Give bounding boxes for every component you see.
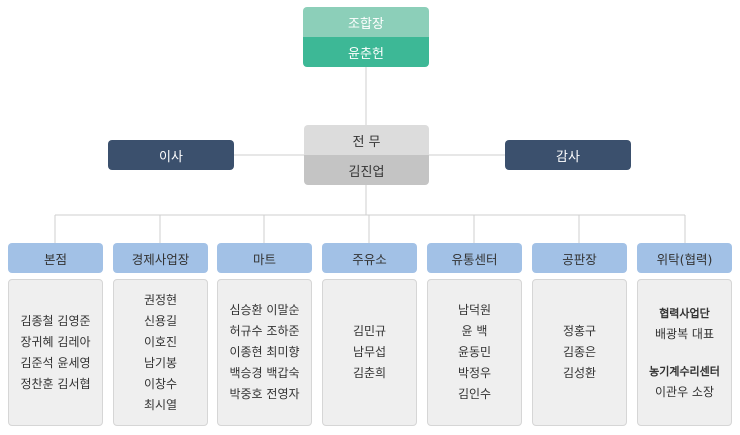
dept-label: 마트 xyxy=(252,251,276,267)
member-row: 김종은 xyxy=(562,345,597,359)
member-row: 김춘희 xyxy=(352,366,387,380)
dept-header-main: 본점 xyxy=(8,243,103,273)
group-text: 이관우 소장 xyxy=(654,384,714,399)
dept-label: 본점 xyxy=(43,251,67,267)
member-row: 이종현 최미향 xyxy=(229,345,300,359)
group-title: 협력사업단 xyxy=(659,306,710,320)
member-row: 장귀혜 김레아 xyxy=(20,334,91,349)
dept-label: 공판장 xyxy=(562,251,597,267)
members-card-consignment: 협력사업단 배광복 대표 농기계수리센터 이관우 소장 xyxy=(637,279,732,426)
member-row: 김종철 김영준 xyxy=(20,313,91,328)
member-row: 남무섭 xyxy=(352,345,387,359)
auditor-label: 감사 xyxy=(556,149,580,165)
member-row: 박중호 전영자 xyxy=(229,387,300,401)
member-row: 정홍구 xyxy=(562,324,597,338)
member-row: 심승환 이말순 xyxy=(229,303,300,317)
director-box: 이사 xyxy=(108,140,234,170)
members-card-gas-station: 김민규 남무섭 김춘희 xyxy=(322,279,417,426)
members-card-economy: 권정현 신용길 이호진 남기봉 이창수 최시열 xyxy=(113,279,208,426)
head-name: 윤춘헌 xyxy=(348,46,384,62)
auditor-box: 감사 xyxy=(505,140,631,170)
member-row: 남덕원 xyxy=(457,303,492,317)
executive-title: 전 무 xyxy=(352,134,381,150)
member-row: 정찬훈 김서협 xyxy=(20,376,91,391)
dept-label: 경제사업장 xyxy=(131,251,190,267)
dept-header-distribution: 유통센터 xyxy=(427,243,522,273)
member-row: 이호진 xyxy=(143,334,178,349)
dept-label: 유통센터 xyxy=(451,251,498,267)
executive-name-box: 김진업 xyxy=(304,155,429,185)
member-row: 권정현 xyxy=(143,292,178,307)
member-row: 허규수 조하준 xyxy=(229,324,300,338)
member-row: 윤 백 xyxy=(461,324,488,338)
member-row: 김민규 xyxy=(352,324,387,338)
member-row: 남기봉 xyxy=(143,355,178,370)
executive-name: 김진업 xyxy=(348,164,385,180)
member-row: 윤동민 xyxy=(457,345,492,359)
member-row: 김준석 윤세영 xyxy=(20,355,91,370)
member-row: 김성환 xyxy=(562,366,597,380)
group-text: 배광복 대표 xyxy=(654,326,714,341)
member-row: 박정우 xyxy=(457,366,492,380)
member-row: 신용길 xyxy=(143,313,178,328)
dept-header-market: 공판장 xyxy=(532,243,627,273)
executive-title-box: 전 무 xyxy=(304,125,429,155)
dept-label: 위탁(협력) xyxy=(656,251,713,267)
member-row: 백승경 백갑숙 xyxy=(229,366,300,380)
member-row: 이창수 xyxy=(143,376,178,391)
head-title: 조합장 xyxy=(348,16,384,32)
members-card-mart: 심승환 이말순 허규수 조하준 이종현 최미향 백승경 백갑숙 박중호 전영자 xyxy=(217,279,312,426)
group-title: 농기계수리센터 xyxy=(649,364,720,378)
members-card-market: 정홍구 김종은 김성환 xyxy=(532,279,627,426)
dept-label: 주유소 xyxy=(352,251,387,267)
member-row: 김인수 xyxy=(457,387,492,401)
members-card-distribution: 남덕원 윤 백 윤동민 박정우 김인수 xyxy=(427,279,522,426)
head-title-box: 조합장 xyxy=(303,7,429,37)
director-label: 이사 xyxy=(159,149,183,165)
member-row: 최시열 xyxy=(143,397,178,412)
dept-header-mart: 마트 xyxy=(217,243,312,273)
members-card-main: 김종철 김영준 장귀혜 김레아 김준석 윤세영 정찬훈 김서협 xyxy=(8,279,103,426)
head-name-box: 윤춘헌 xyxy=(303,37,429,67)
dept-header-economy: 경제사업장 xyxy=(113,243,208,273)
dept-header-consignment: 위탁(협력) xyxy=(637,243,732,273)
dept-header-gas-station: 주유소 xyxy=(322,243,417,273)
